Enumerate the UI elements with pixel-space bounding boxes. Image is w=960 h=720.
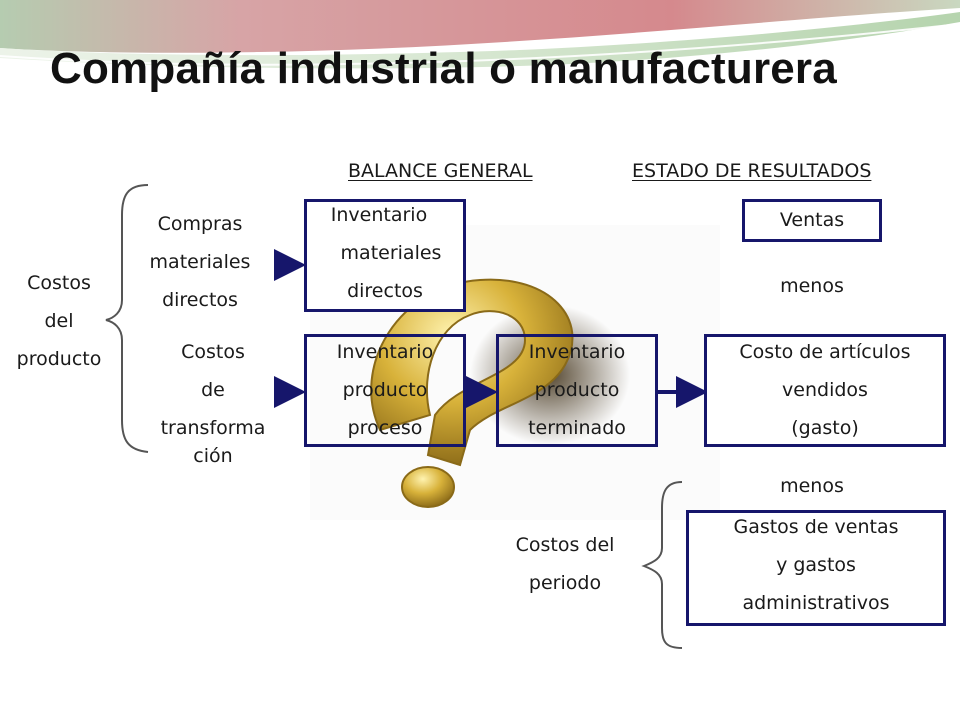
header-estado-resultados: ESTADO DE RESULTADOS bbox=[632, 160, 872, 182]
label-costos-periodo: Costos del periodo bbox=[515, 534, 615, 594]
box-inventario-materiales bbox=[304, 199, 466, 312]
label-menos-2: menos bbox=[780, 475, 844, 497]
box-inventario-terminado-text: Inventario producto terminado bbox=[528, 341, 626, 439]
box-inventario-proceso bbox=[304, 334, 466, 447]
gold-question-mark-icon bbox=[310, 225, 720, 520]
header-balance-general: BALANCE GENERAL bbox=[348, 160, 533, 182]
label-compras-materiales: Compras materiales directos bbox=[149, 213, 251, 311]
box-gastos-ventas bbox=[686, 510, 946, 626]
box-inventario-terminado bbox=[496, 334, 658, 447]
bracket-costos-producto bbox=[105, 184, 149, 453]
box-costo-articulos-text: Costo de artículos vendidos (gasto) bbox=[739, 341, 911, 439]
header-swoosh-decoration bbox=[0, 0, 960, 69]
bracket-costos-periodo bbox=[641, 481, 683, 649]
label-menos-1: menos bbox=[780, 275, 844, 297]
box-costo-articulos bbox=[704, 334, 946, 447]
box-ventas-text: Ventas bbox=[779, 209, 845, 231]
label-costos-transformacion: Costos de transforma ción bbox=[160, 341, 266, 467]
box-inventario-materiales-text: Inventario materiales directos bbox=[330, 204, 442, 302]
box-ventas bbox=[742, 199, 882, 242]
box-inventario-proceso-text: Inventario producto proceso bbox=[336, 341, 434, 439]
box-gastos-ventas-text: Gastos de ventas y gastos administrativo… bbox=[733, 516, 899, 614]
label-costos-producto: Costos del producto bbox=[16, 272, 102, 370]
page-title: Compañía industrial o manufacturera bbox=[50, 44, 837, 93]
